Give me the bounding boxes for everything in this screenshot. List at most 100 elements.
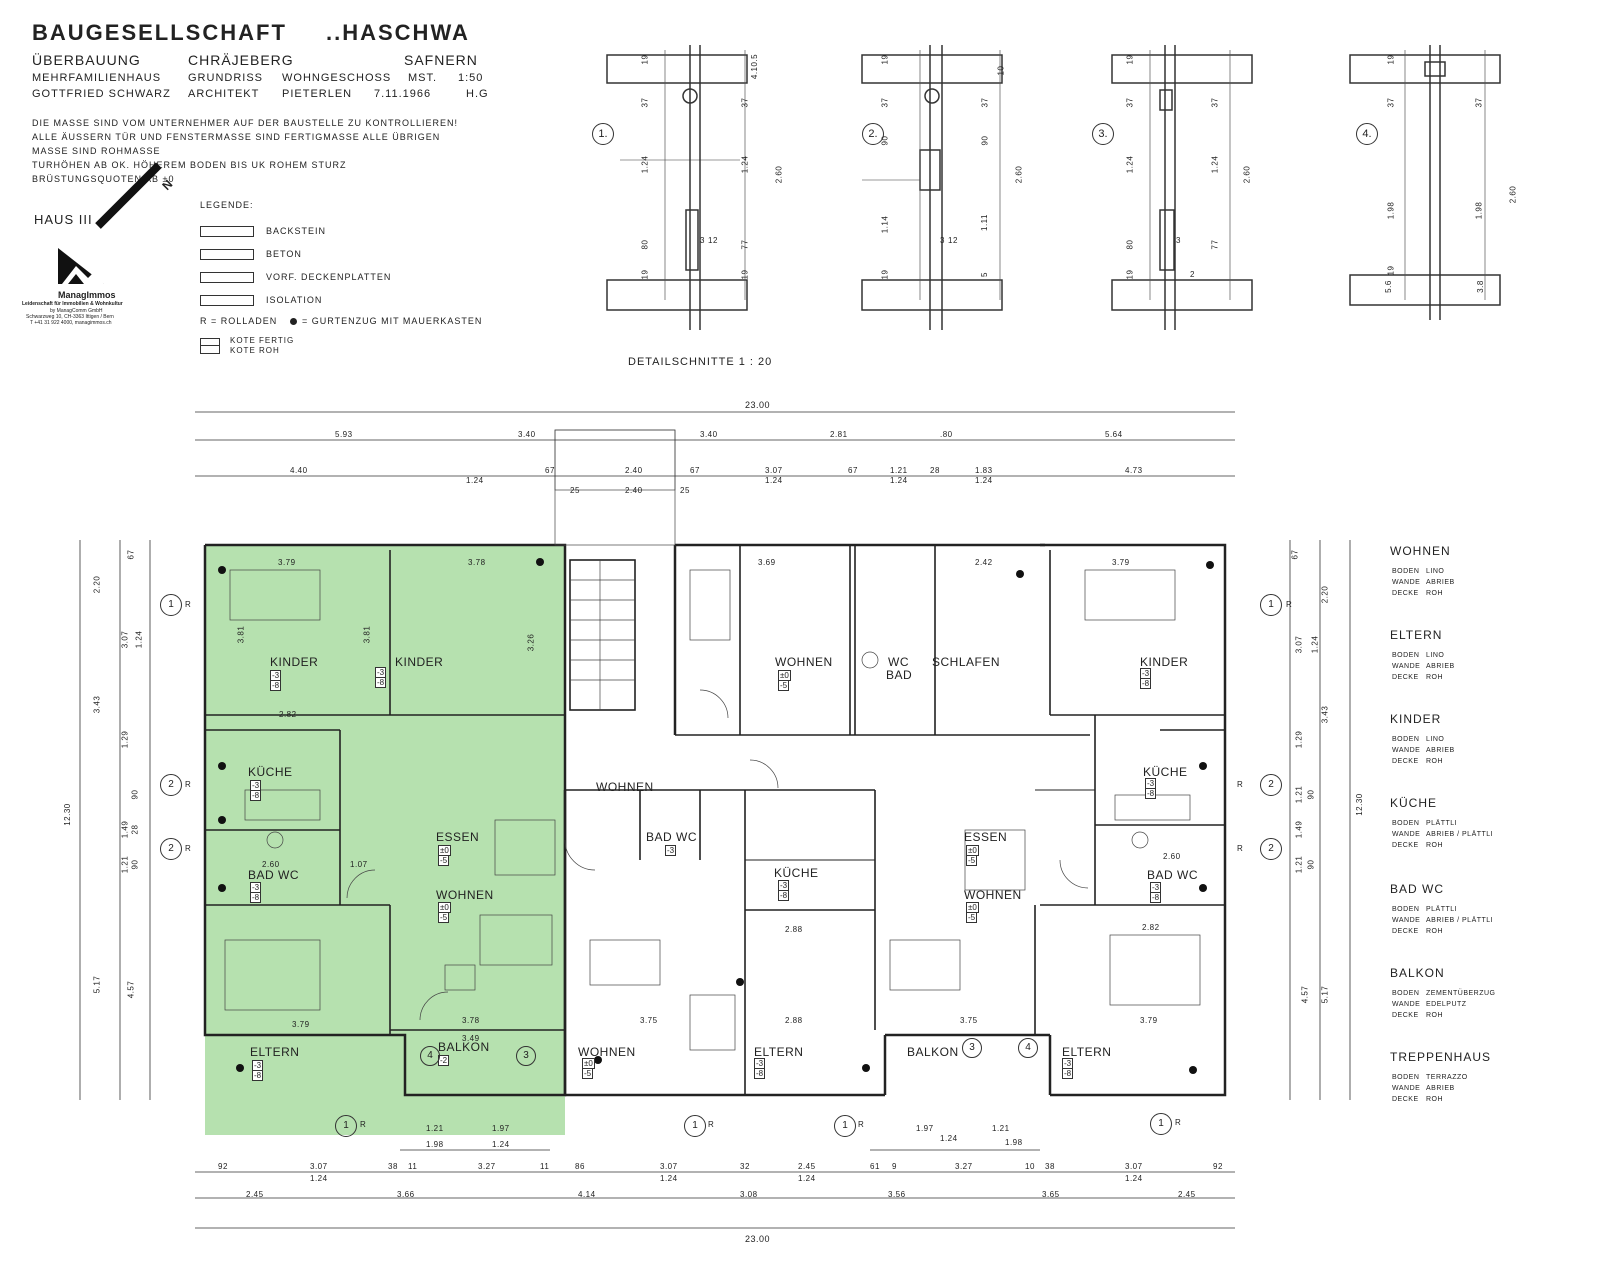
room-label-balkon-1: BALKON — [438, 1040, 490, 1054]
top-dim-2-11: 1.83 — [975, 466, 993, 475]
finish-eltern-boden-val: LINO — [1426, 652, 1445, 659]
room-dim-6: 3.69 — [758, 558, 776, 567]
overall-dim-top: 23.00 — [745, 400, 771, 410]
room-dim-17: 2.88 — [785, 1016, 803, 1025]
top-dim-2-10: 28 — [930, 466, 940, 475]
section-marker-bottom-4-r: R — [1175, 1118, 1182, 1127]
balcony-dim-6: 1.24 — [940, 1134, 958, 1143]
kote-bad-3-b: -8 — [1150, 892, 1162, 903]
left-inner-dim-4: 90 — [130, 789, 140, 800]
section-marker-1-right-r: R — [1286, 600, 1293, 609]
title-line3-d: 7.11.1966 — [374, 88, 432, 100]
title-line3-e: H.G — [466, 88, 489, 100]
right-inner-dim-3: 1.29 — [1294, 730, 1304, 749]
right-inner-dim-5: 90 — [1306, 789, 1316, 800]
title-line3-a: GOTTFRIED SCHWARZ — [32, 88, 171, 100]
room-dim-10: 1.07 — [350, 860, 368, 869]
top-dim-1-1: 3.40 — [518, 430, 536, 439]
room-dim-20: 2.82 — [1142, 923, 1160, 932]
note-3: MASSE SIND ROHMASSE — [32, 146, 161, 156]
title-line1-a: ÜBERBAUUNG — [32, 52, 141, 68]
right-outer-dim-1: 3.43 — [1320, 705, 1330, 724]
room-label-bad-wc-3: BAD WC — [1147, 868, 1198, 882]
room-dim-14: 3.49 — [462, 1034, 480, 1043]
right-inner-dim-2: 1.24 — [1310, 635, 1320, 654]
kote-divider — [200, 345, 220, 346]
room-dim-9: 2.60 — [262, 860, 280, 869]
room-label-essen-1: ESSEN — [436, 830, 480, 844]
right-inner-dim-4: 1.21 — [1294, 785, 1304, 804]
left-inner-dim-9: 4.57 — [126, 980, 136, 999]
bottom-dim-1-3: 38 — [388, 1162, 398, 1171]
bottom-dim-1-19: 1.24 — [1125, 1174, 1143, 1183]
finish-wohnen-boden-val: LINO — [1426, 568, 1445, 575]
balcony-dim-1: 1.97 — [492, 1124, 510, 1133]
finish-balkon-wande-val: EDELPUTZ — [1426, 1001, 1467, 1008]
kote-kueche-3-b: -8 — [1145, 788, 1157, 799]
legend-backstein: BACKSTEIN — [266, 226, 327, 236]
detail-ref-4-left: 4 — [420, 1046, 440, 1066]
kote-kueche-1-b: -8 — [250, 790, 262, 801]
right-outer-dim-3: 5.17 — [1320, 985, 1330, 1004]
legend-kote-roh: KOTE ROH — [230, 346, 280, 355]
left-inner-dim-7: 1.21 — [120, 855, 130, 874]
company-title: BAUGESELLSCHAFT — [32, 20, 287, 45]
section-marker-2a-left-r: R — [185, 780, 192, 789]
kote-essen-1-b: -5 — [438, 855, 450, 866]
balcony-dim-7: 1.98 — [1005, 1138, 1023, 1147]
finish-wohnen-boden: BODEN — [1392, 568, 1420, 575]
finish-kueche-wande-val: ABRIEB / PLÄTTLI — [1426, 831, 1494, 838]
left-inner-dim-1: 3.07 — [120, 630, 130, 649]
bottom-dim-1-16: 10 — [1025, 1162, 1035, 1171]
room-label-wohnen-1: WOHNEN — [436, 888, 494, 902]
detail-ref-3-left: 3 — [516, 1046, 536, 1066]
finish-bad-decke: DECKE — [1392, 928, 1419, 935]
finish-bad-wande-val: ABRIEB / PLÄTTLI — [1426, 917, 1494, 924]
room-dim-2: 3.81 — [236, 625, 246, 644]
finish-wohnen-decke: DECKE — [1392, 590, 1419, 597]
top-dim-2-7: 67 — [848, 466, 858, 475]
bottom-dim-1-12: 1.24 — [798, 1174, 816, 1183]
top-dim-2-1: 1.24 — [466, 476, 484, 485]
title-line2-a: MEHRFAMILIENHAUS — [32, 72, 162, 84]
room-dim-13: 3.78 — [462, 1016, 480, 1025]
kote-symbol-icon — [200, 338, 220, 354]
bottom-dim-1-13: 61 — [870, 1162, 880, 1171]
room-label-kueche-2: KÜCHE — [774, 866, 819, 880]
finish-balkon-boden: BODEN — [1392, 990, 1420, 997]
legend-gurtenzug: = GURTENZUG MIT MAUERKASTEN — [302, 316, 483, 326]
balcony-dim-0: 1.21 — [426, 1124, 444, 1133]
detail-section-4-marker: 4. — [1356, 123, 1378, 145]
finish-bad-decke-val: ROH — [1426, 928, 1444, 935]
finish-bad-boden-val: PLÄTTLI — [1426, 906, 1458, 913]
section-marker-1-left-r: R — [185, 600, 192, 609]
kote-kinder-2-b: -8 — [375, 677, 387, 688]
left-outer-dim-3: 5.17 — [92, 975, 102, 994]
finish-eltern-boden: BODEN — [1392, 652, 1420, 659]
room-label-kinder-3: KINDER — [1140, 655, 1189, 669]
room-dim-1: 3.78 — [468, 558, 486, 567]
legend-title: LEGENDE: — [200, 200, 254, 210]
kote-eltern-2-b: -8 — [754, 1068, 766, 1079]
finish-balkon-decke: DECKE — [1392, 1012, 1419, 1019]
room-label-kinder-2: KINDER — [395, 655, 444, 669]
room-dim-19: 3.79 — [1140, 1016, 1158, 1025]
balcony-dim-2: 1.98 — [426, 1140, 444, 1149]
bottom-dim-1-6: 11 — [540, 1162, 550, 1171]
finish-kinder-wande-val: ABRIEB — [1426, 747, 1455, 754]
room-dim-5: 2.82 — [279, 710, 297, 719]
finish-treppe-boden: BODEN — [1392, 1074, 1420, 1081]
top-dim-1-2: 3.40 — [700, 430, 718, 439]
note-1: DIE MASSE SIND VOM UNTERNEHMER AUF DER B… — [32, 118, 459, 128]
section-marker-2a-right-r: R — [1237, 780, 1244, 789]
bottom-dim-1-4: 11 — [408, 1162, 418, 1171]
bottom-dim-1-0: 92 — [218, 1162, 228, 1171]
finish-kueche-boden-val: PLÄTTLI — [1426, 820, 1458, 827]
room-dim-0: 3.79 — [278, 558, 296, 567]
finish-treppe-decke-val: ROH — [1426, 1096, 1444, 1103]
room-dim-11: 2.60 — [1163, 852, 1181, 861]
section-marker-bottom-1: 1 — [335, 1115, 357, 1137]
top-dim-2-4: 67 — [690, 466, 700, 475]
left-outer-dim-0: 2.20 — [92, 575, 102, 594]
